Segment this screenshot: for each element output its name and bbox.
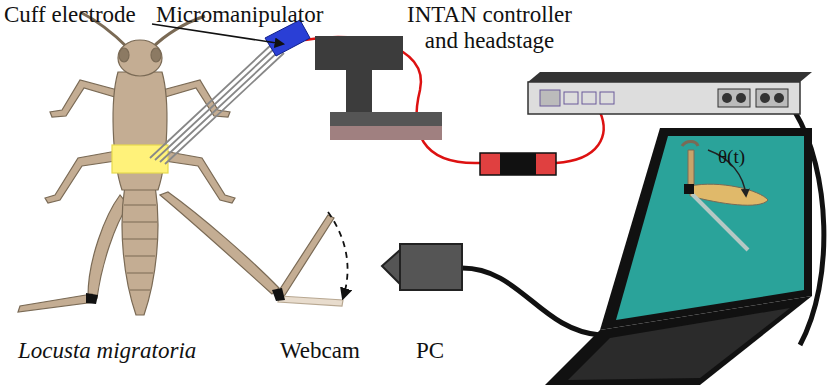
part-label: Webcam [280,338,360,364]
part-label: Micromanipulator [156,2,323,28]
webcam [382,244,462,290]
micromanipulator [315,36,442,140]
cables [305,37,824,345]
part-label: Cuff electrode [4,2,136,28]
headstage-connector [480,153,556,175]
part-label: PC [416,338,444,364]
part-label: INTAN controller and headstage [392,2,587,55]
angle-label: θ(t) [718,146,745,168]
species-label: Locusta migratoria [18,338,196,364]
laptop [545,128,812,385]
locust-drawing [18,12,343,315]
intan-controller [528,72,812,114]
rotation-arrow [328,212,348,298]
cuff-electrode [150,20,310,164]
